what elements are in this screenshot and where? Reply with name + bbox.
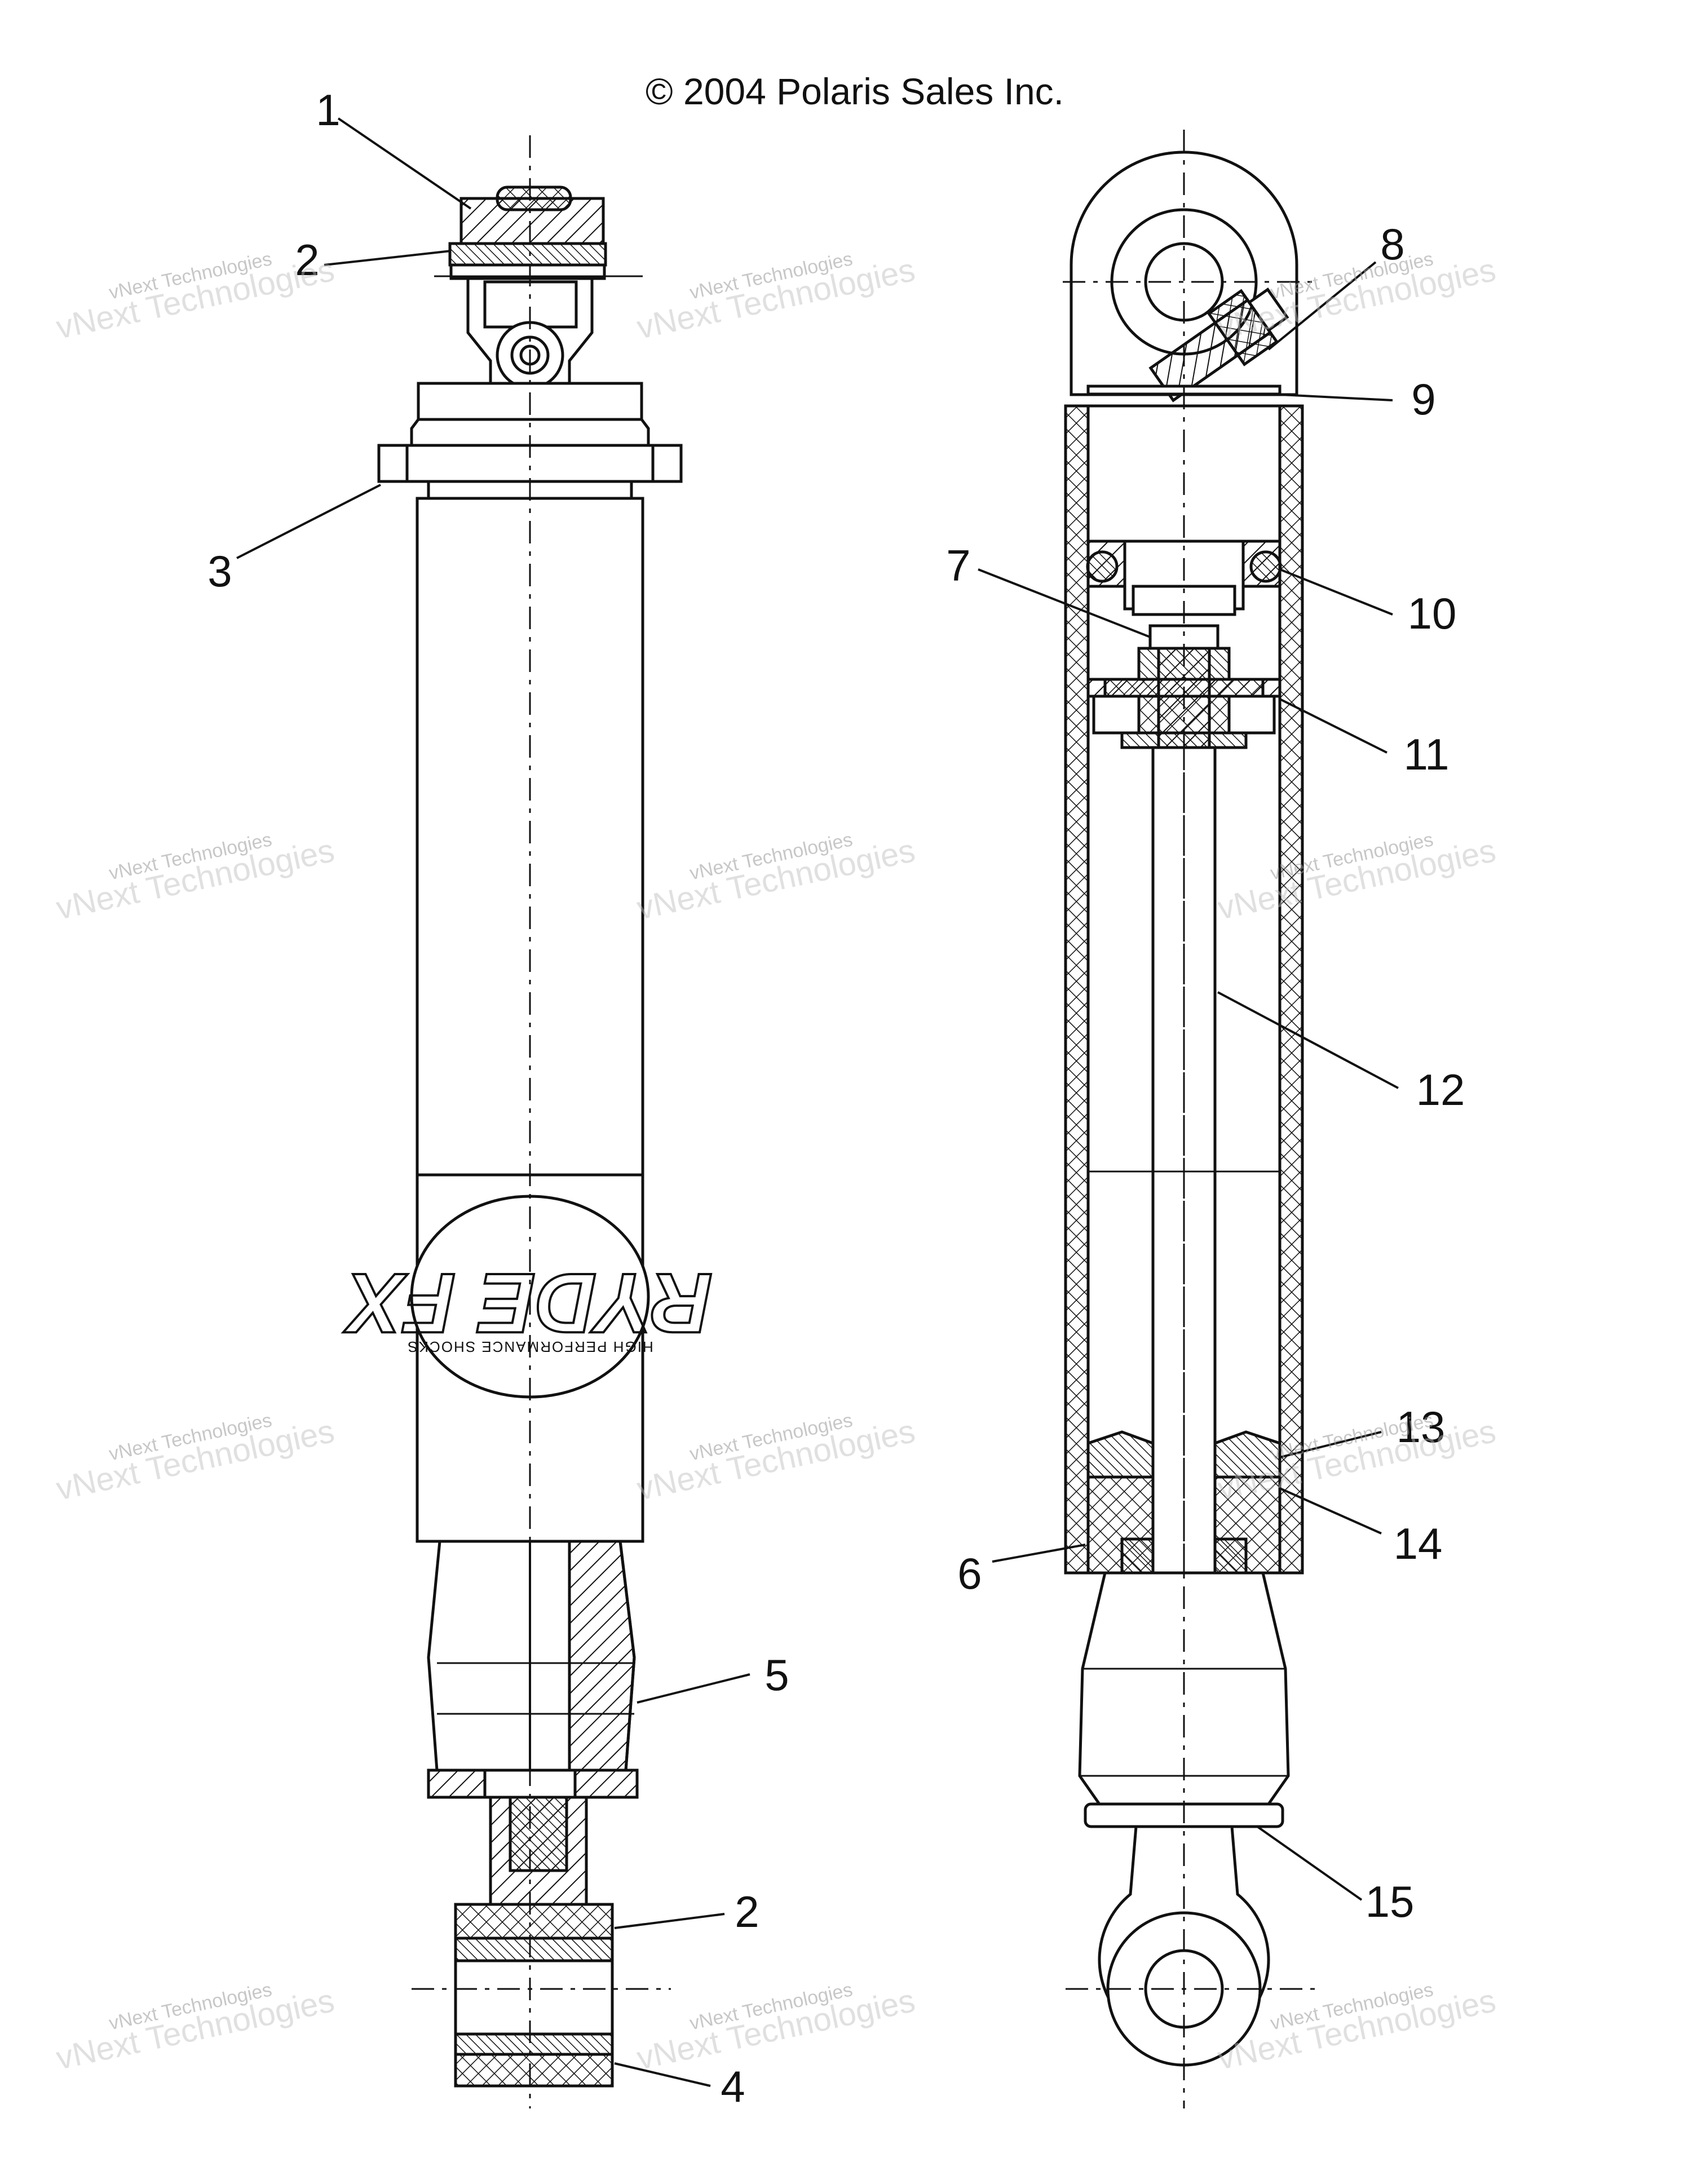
callout-2-top: 2	[295, 235, 319, 285]
callout-12: 12	[1416, 1065, 1465, 1115]
shock-logo-brand: RYDE FX	[343, 1256, 712, 1351]
callout-10: 10	[1408, 589, 1457, 638]
left-shock-exterior	[377, 135, 683, 2108]
shock-logo: RYDE FX HIGH PERFORMANCE SHOCKS	[342, 1255, 713, 1355]
callout-2-bottom: 2	[735, 1887, 759, 1937]
callout-13: 13	[1397, 1402, 1446, 1452]
shock-logo-tagline: HIGH PERFORMANCE SHOCKS	[406, 1338, 653, 1355]
callout-1: 1	[316, 85, 340, 135]
callout-15: 15	[1366, 1877, 1415, 1926]
right-shock-cutaway	[1063, 130, 1319, 2108]
callout-7: 7	[946, 541, 970, 590]
callout-14: 14	[1394, 1519, 1443, 1568]
callout-3: 3	[207, 546, 232, 596]
callout-11: 11	[1404, 730, 1450, 779]
callout-8: 8	[1380, 219, 1404, 269]
copyright-text: © 2004 Polaris Sales Inc.	[646, 70, 1064, 112]
callout-6: 6	[957, 1549, 982, 1598]
callout-5: 5	[765, 1650, 789, 1700]
callout-4: 4	[721, 2062, 745, 2111]
callout-9: 9	[1411, 374, 1435, 424]
callout-numbers: 1 2 3 5 2 4 6 7 8 9 10 11 12 13 14 15	[207, 85, 1465, 2111]
leader-lines	[236, 117, 1399, 2087]
